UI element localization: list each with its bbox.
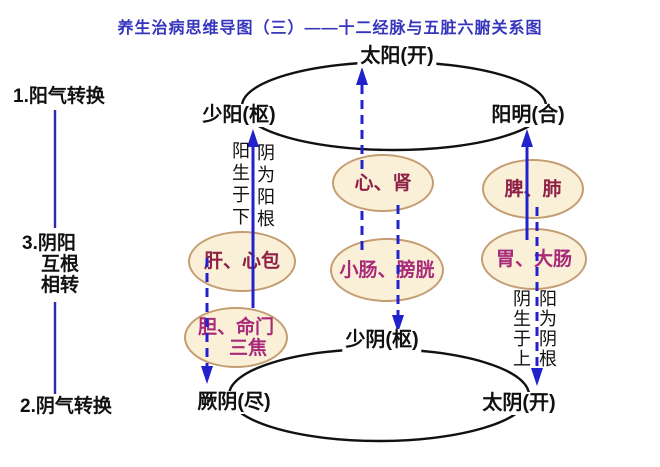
node-spleen-lung: 脾、肺	[482, 159, 584, 219]
node-liver-pericardium: 肝、心包	[188, 231, 296, 292]
node-heart-kidney-label: 心、肾	[354, 172, 412, 194]
note-yang-as-yin-root: 阳为阴根	[537, 289, 557, 369]
node-spleen-lung-label: 脾、肺	[504, 178, 562, 200]
node-stomach-large-intestine: 胃、大肠	[481, 228, 587, 290]
node-small-intestine-bladder-label: 小肠、膀胱	[339, 259, 435, 281]
sidebar-label-yinyang-line1: 3.阴阳	[22, 233, 76, 254]
arrow-up-center-dashed-head	[356, 67, 368, 85]
node-small-intestine-bladder: 小肠、膀胱	[330, 238, 444, 302]
label-jueyin-end: 厥阴(尽)	[194, 391, 274, 414]
label-shaoyin-pivot: 少阴(枢)	[342, 329, 422, 352]
node-liver-pericardium-label: 肝、心包	[203, 251, 280, 272]
sidebar-label-yang-conversion: 1.阳气转换	[13, 86, 105, 107]
label-shaoyang-pivot: 少阳(枢)	[199, 104, 279, 127]
arrow-down-left-dashed-head	[201, 366, 213, 384]
sidebar-label-yinyang-line2: 互根	[41, 254, 80, 275]
sidebar-label-yinyang-mutual-root: 3.阴阳 互根 相转	[22, 233, 79, 296]
label-yangming-close: 阳明(合)	[488, 104, 568, 127]
label-taiyin-open: 太阴(开)	[479, 392, 559, 415]
page-title: 养生治病思维导图（三）——十二经脉与五脏六腑关系图	[117, 20, 543, 37]
node-stomach-large-intestine-label: 胃、大肠	[495, 248, 572, 270]
sidebar-label-yin-conversion: 2.阴气转换	[20, 396, 112, 417]
arrow-up-right-solid-head	[521, 129, 533, 147]
node-gallbladder-mingmen-sanjiao: 胆、命门 三焦	[184, 307, 288, 368]
sidebar-label-yinyang-line3: 相转	[41, 275, 80, 296]
label-taiyang-open: 太阳(开)	[357, 45, 437, 68]
note-yin-born-above: 阴生于上	[511, 289, 531, 369]
node-heart-kidney: 心、肾	[332, 154, 434, 212]
node-gallbladder-mingmen-line1: 胆、命门	[197, 316, 274, 338]
note-yang-born-below: 阳生于下	[230, 141, 250, 229]
node-gallbladder-mingmen-line2: 三焦	[228, 337, 267, 359]
arrow-down-right-dashed-head	[531, 368, 543, 386]
note-yin-as-yang-root: 阴为阳根	[255, 143, 275, 231]
